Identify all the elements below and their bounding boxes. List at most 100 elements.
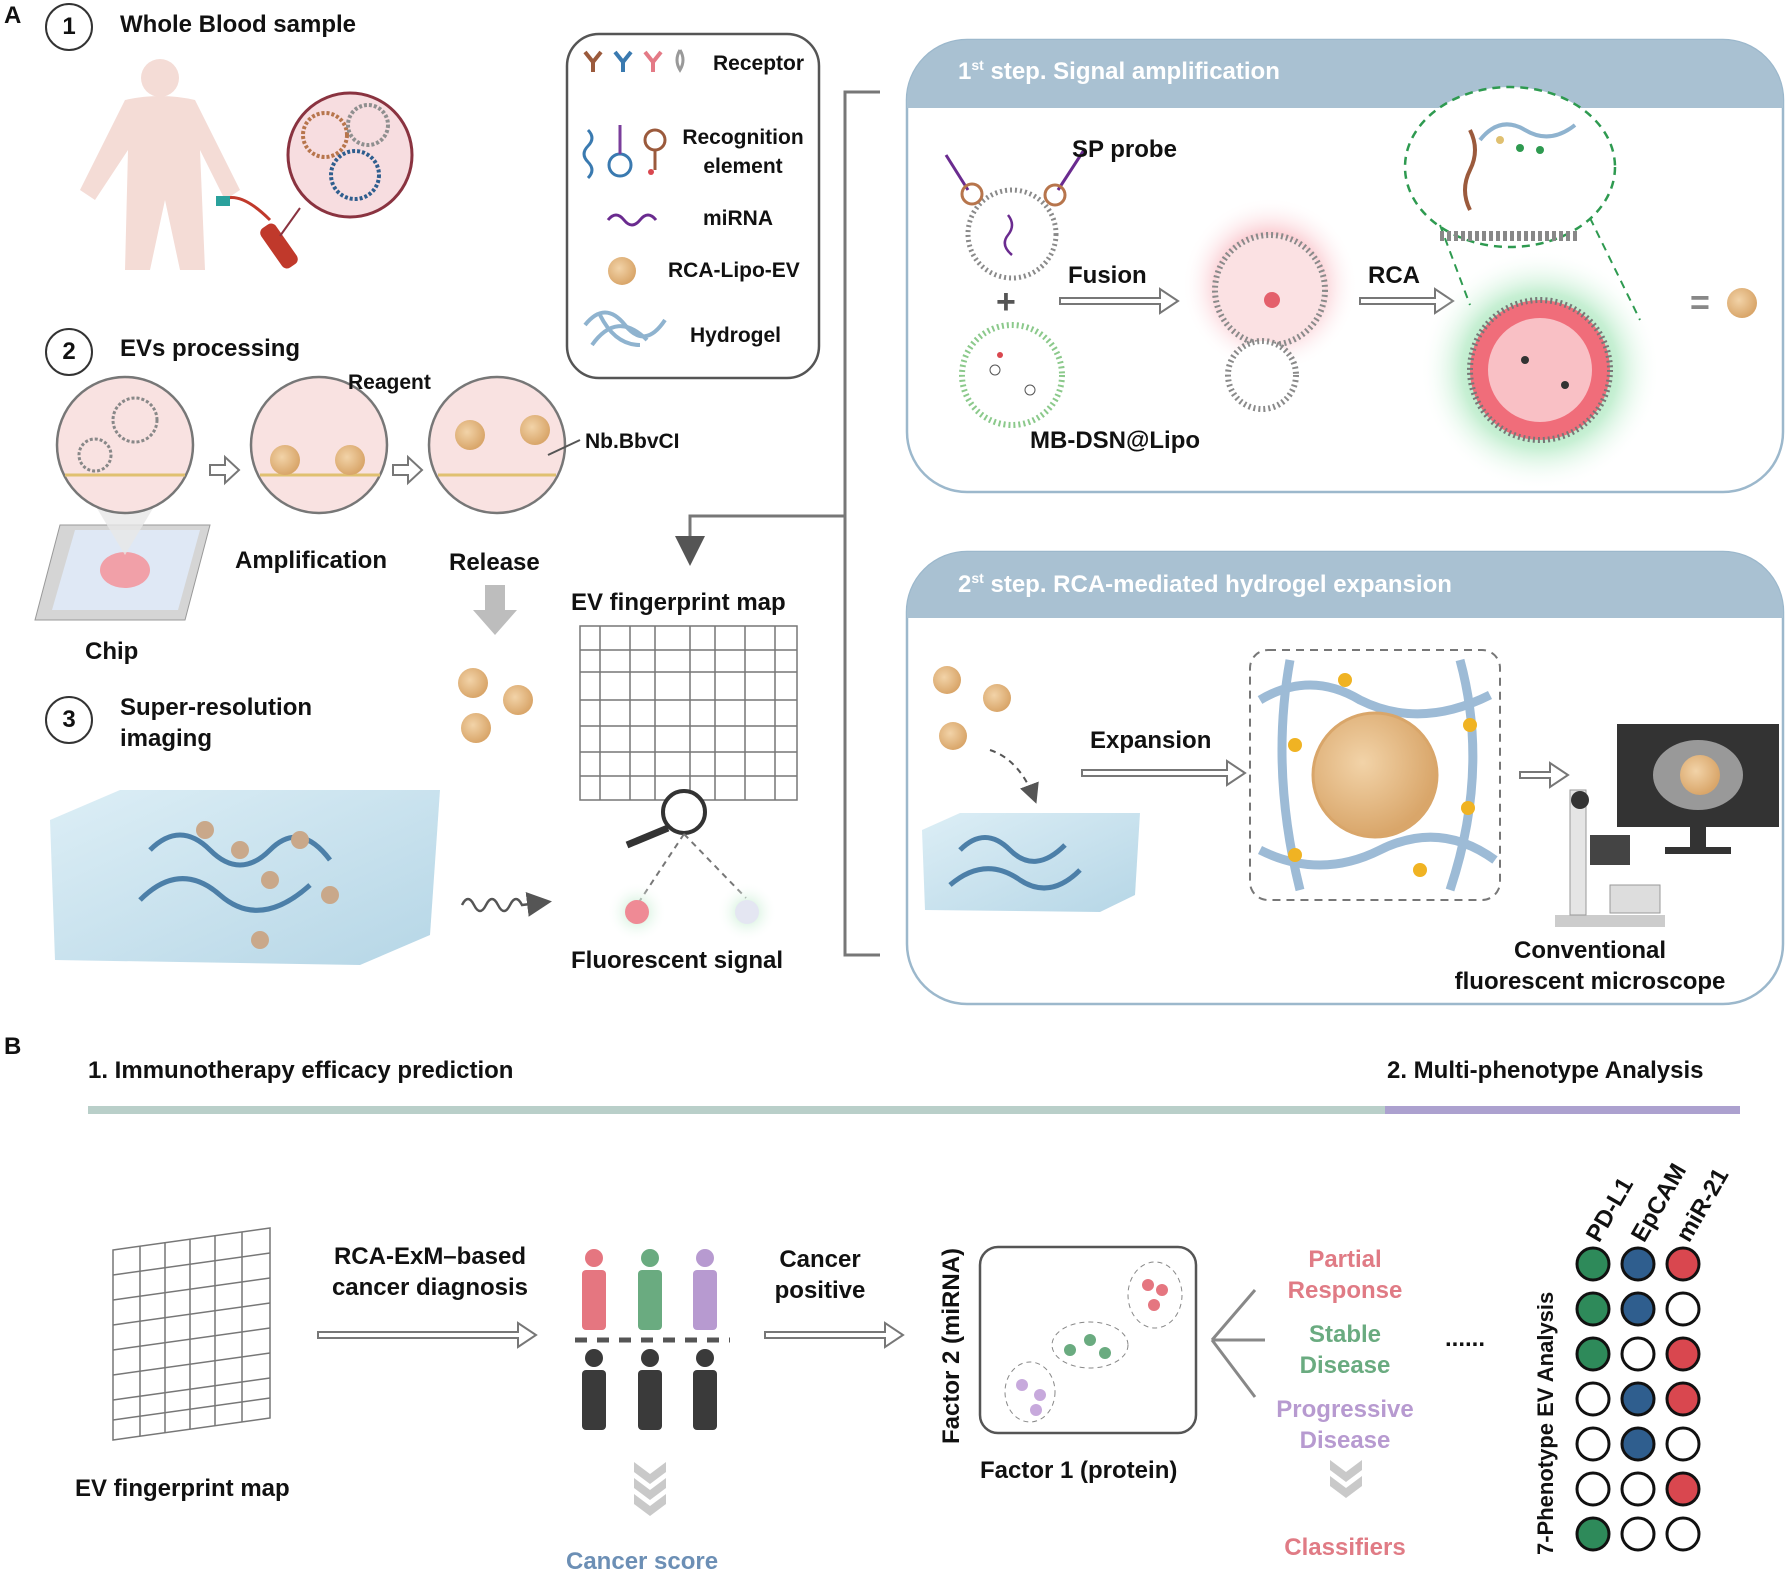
release-circle [427, 375, 567, 515]
phenotype-cell [1665, 1381, 1701, 1417]
enzyme-pointer [547, 439, 581, 456]
phenotype-cell [1665, 1426, 1701, 1462]
phenotype-cell [1620, 1381, 1656, 1417]
patient-icons-colored [582, 1249, 717, 1330]
progressive-disease-line1: Progressive [1276, 1396, 1414, 1423]
fusion-arrow [1059, 287, 1180, 315]
down-arrow-gray [473, 585, 517, 635]
ev-magnified-circle [279, 91, 414, 237]
step3-title-line2: imaging [120, 725, 213, 752]
positive-arrow [764, 1321, 905, 1349]
blue-signal-dot [735, 900, 759, 924]
amplification-circle [249, 375, 389, 515]
small-hydrogel [922, 813, 1140, 912]
box2-header: 2st step. RCA-mediated hydrogel expansio… [958, 570, 1452, 598]
chip-label: Chip [85, 638, 139, 665]
positive-line2: positive [774, 1277, 866, 1304]
fingerprint-title: EV fingerprint map [571, 589, 786, 616]
fluorescent-signal-label: Fluorescent signal [571, 947, 784, 974]
phenotype-cell [1620, 1471, 1656, 1507]
classifiers-label: Classifiers [1284, 1534, 1406, 1561]
step2-title: EVs processing [120, 335, 301, 362]
legend-mirna: miRNA [703, 207, 774, 230]
hydrogel-block [50, 790, 440, 965]
blood-tube-icon [216, 196, 298, 269]
sp-probe-vesicle [944, 149, 1086, 281]
phenotype-cell [1575, 1336, 1611, 1372]
human-figure-icon [80, 59, 240, 270]
bracket-to-map-arrow [675, 514, 845, 566]
arrow-hollow-1 [209, 454, 241, 486]
phenotype-cell [1575, 1516, 1611, 1552]
stable-disease-line1: Stable [1308, 1321, 1382, 1348]
mb-dsn-label: MB-DSN@Lipo [1030, 427, 1201, 454]
equals-sign: = [1690, 284, 1710, 322]
phenotype-cell [1575, 1291, 1611, 1327]
release-label: Release [449, 549, 540, 576]
hydrogel-icon [583, 310, 667, 347]
factor2-axis-label: Factor 2 (miRNA) [938, 1247, 965, 1444]
fingerprint-map-label: EV fingerprint map [75, 1475, 290, 1502]
step3-number: 3 [45, 696, 93, 744]
progressive-disease-line2: Disease [1299, 1427, 1391, 1454]
microscope-label-line1: Conventional [1513, 937, 1666, 964]
ev-particle [983, 684, 1011, 712]
expansion-arrow [1081, 759, 1247, 787]
sp-probe-label: SP probe [1072, 136, 1177, 163]
rca-lipo-ev-particle [503, 685, 533, 715]
chevrons-down-classifiers [1330, 1460, 1362, 1498]
microscope-arrow [1519, 761, 1570, 789]
phenotype-cell [1575, 1426, 1611, 1462]
microscope-icon [1555, 789, 1665, 927]
cluster-progressive-disease [1004, 1361, 1056, 1423]
chevrons-down-icon [634, 1462, 666, 1516]
phenotype-cell [1665, 1471, 1701, 1507]
phenotype-cell [1620, 1426, 1656, 1462]
expansion-label: Expansion [1090, 727, 1212, 754]
factor1-axis-label: Factor 1 (protein) [980, 1457, 1178, 1484]
zoom-detail [1403, 85, 1641, 321]
legend-recognition-line2: element [703, 155, 783, 178]
rca-lipo-ev-icon [608, 257, 636, 285]
enzyme-label: Nb.BbvCI [585, 430, 680, 453]
expanded-network [1249, 649, 1501, 901]
bracket-line [843, 90, 880, 957]
product-vesicle [1467, 297, 1613, 443]
stable-disease-line2: Disease [1299, 1352, 1391, 1379]
partial-response-line2: Response [1287, 1277, 1403, 1304]
fusion-label: Fusion [1068, 262, 1147, 289]
phenotype-cell [1620, 1336, 1656, 1372]
phenotype-cell [1575, 1381, 1611, 1417]
patient-icons-gray [582, 1349, 717, 1430]
mirna-icon [606, 213, 658, 227]
cancer-score-label: Cancer score [566, 1548, 719, 1575]
rca-lipo-ev-particle [461, 713, 491, 743]
microscope-label-line2: fluorescent microscope [1454, 968, 1726, 995]
phenotype-cell [1620, 1246, 1656, 1282]
step1-title: Whole Blood sample [120, 11, 357, 38]
panel-b-letter: B [4, 1033, 22, 1060]
diagnosis-line2: cancer diagnosis [331, 1274, 529, 1301]
step3-title-line1: Super-resolution [120, 694, 313, 721]
phenotype-cell [1620, 1291, 1656, 1327]
cluster-stable-disease [1051, 1321, 1129, 1369]
phenotype-cell [1575, 1471, 1611, 1507]
fused-vesicle [1212, 232, 1328, 412]
amplification-label: Amplification [235, 547, 388, 574]
diagnosis-arrow [317, 1321, 538, 1349]
rca-lipo-ev-particle [458, 668, 488, 698]
phenotype-cell [1575, 1246, 1611, 1282]
ev-particle [939, 722, 967, 750]
legend-rca-lipo-ev: RCA-Lipo-EV [668, 259, 800, 282]
legend-recognition-line1: Recognition [682, 126, 804, 149]
phenotype-cell [1665, 1246, 1701, 1282]
section1-title: 1. Immunotherapy efficacy prediction [88, 1057, 514, 1084]
fingerprint-grid [579, 625, 798, 801]
phenotype-cell [1665, 1336, 1701, 1372]
matrix-title: 7-Phenotype EV Analysis [1533, 1291, 1558, 1555]
positive-line1: Cancer [779, 1246, 861, 1273]
legend-hydrogel: Hydrogel [690, 324, 782, 347]
mb-dsn-lipo-vesicle [959, 322, 1065, 428]
panel-a-letter: A [4, 2, 22, 29]
